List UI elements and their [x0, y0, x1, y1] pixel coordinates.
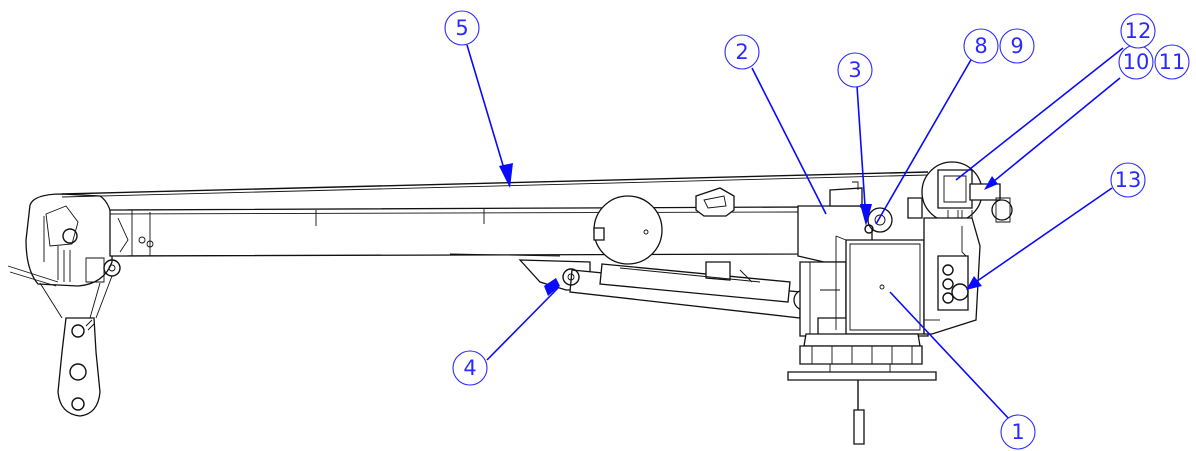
balloon-1: 1 [1000, 414, 1036, 450]
balloon-5-label: 5 [455, 16, 468, 40]
control-box [835, 235, 925, 335]
arrowhead-13 [966, 276, 982, 290]
boom-rest-disc [593, 195, 663, 265]
leader-2 [751, 67, 827, 215]
leader-1 [889, 291, 1011, 421]
arrowhead-4 [544, 278, 560, 296]
balloon-2: 2 [724, 34, 760, 70]
balloon-4: 4 [452, 350, 488, 386]
balloon-4-label: 4 [463, 356, 476, 380]
rotation-base [787, 333, 937, 445]
balloon-1-label: 1 [1011, 420, 1024, 444]
winch-drum [907, 161, 1013, 223]
hydraulic-valve-bank [923, 217, 981, 335]
balloon-11-label: 11 [1159, 50, 1186, 74]
hook-block [39, 275, 113, 417]
balloon-10-11: 10 11 [1118, 44, 1190, 80]
balloon-13: 13 [1110, 162, 1146, 198]
balloon-5: 5 [444, 10, 480, 46]
leader-13 [969, 187, 1113, 287]
arrowhead-5 [499, 163, 513, 188]
balloon-2-label: 2 [735, 40, 748, 64]
leader-lines [466, 44, 1124, 421]
balloon-12: 12 [1120, 13, 1156, 49]
rope-guide-bracket [695, 187, 735, 217]
balloon-12-label: 12 [1125, 19, 1152, 43]
lift-cylinder [518, 259, 815, 319]
balloon-8-9: 8 9 [963, 28, 1035, 64]
winch-rope [61, 171, 929, 198]
balloon-13-label: 13 [1115, 168, 1142, 192]
leader-arrowheads [499, 163, 998, 296]
balloon-3: 3 [837, 52, 873, 88]
leader-8-9 [875, 57, 973, 225]
leader-10-11 [987, 77, 1121, 187]
balloon-9-label: 9 [1010, 34, 1023, 58]
balloon-8-label: 8 [974, 34, 987, 58]
leader-12 [955, 47, 1124, 181]
balloon-10-label: 10 [1123, 50, 1150, 74]
balloon-3-label: 3 [848, 58, 861, 82]
boom-tip-sheave-assembly [7, 193, 121, 287]
arrowhead-3 [860, 204, 872, 226]
leader-5 [466, 44, 509, 183]
arrowhead-10-11 [984, 176, 998, 190]
leader-3 [856, 85, 867, 222]
leader-4 [486, 287, 559, 361]
boom-sections [109, 206, 801, 257]
